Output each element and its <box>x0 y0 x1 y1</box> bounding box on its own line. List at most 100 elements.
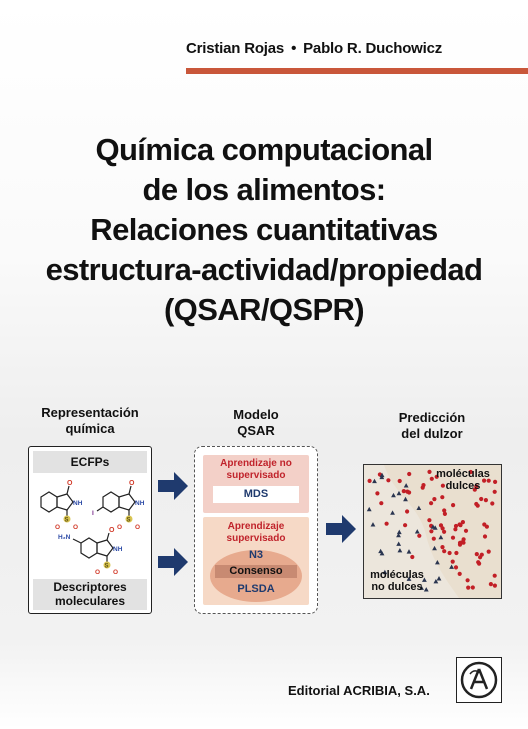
authors: Cristian Rojas•Pablo R. Duchowicz <box>186 40 486 57</box>
saccharin-molecule <box>40 485 74 517</box>
col-head-representation: Representación química <box>20 405 160 437</box>
molecules-illustration: O NH S O O O NH I S O O <box>40 480 145 575</box>
oxygen-label: O <box>73 524 78 531</box>
nonsweet-point <box>379 550 385 556</box>
sweet-point <box>401 489 406 494</box>
sweet-point <box>397 478 402 484</box>
sweet-point <box>367 478 372 483</box>
sweet-point <box>474 484 479 489</box>
sweet-point <box>493 479 498 484</box>
sweet-point <box>442 511 447 516</box>
nonsweet-point <box>397 547 403 553</box>
supervised-panel: Aprendizaje supervisado N3 Consenso PLSD… <box>203 517 309 605</box>
sweet-point <box>472 487 477 492</box>
arrow-right-icon <box>158 548 188 576</box>
supervised-label: Aprendizaje supervisado <box>203 521 309 545</box>
nonsweet-label: moléculas no dulces <box>364 569 430 593</box>
col-head-line: QSAR <box>237 423 275 438</box>
prediction-scatter <box>364 465 498 598</box>
nonsweet-point <box>403 483 409 488</box>
sweet-point <box>427 518 432 523</box>
sulfur-label: S <box>65 518 69 524</box>
ecfps-label: ECFPs <box>33 451 147 473</box>
sweet-point <box>434 474 439 479</box>
title-line: de los alimentos: <box>142 172 386 207</box>
col-head-line: química <box>65 421 115 436</box>
nonsweet-point <box>433 578 439 584</box>
nonsweet-line: no dulces <box>371 581 423 593</box>
unsupervised-panel: Aprendizaje no supervisado MDS <box>203 455 309 513</box>
sweet-point <box>457 571 462 576</box>
oxygen-label: O <box>117 524 122 531</box>
oxygen-label: O <box>55 524 60 531</box>
sweet-point <box>453 565 459 570</box>
sweet-point <box>403 523 408 528</box>
sweet-point <box>442 508 447 513</box>
sweet-point <box>465 578 470 583</box>
descriptors-line: Descriptores <box>53 580 127 594</box>
nonsweet-line: moléculas <box>370 569 424 581</box>
consenso-label: Consenso <box>215 565 297 578</box>
oxygen-label: O <box>67 480 73 487</box>
sweet-point <box>478 555 483 560</box>
unsupervised-line: Aprendizaje no <box>220 458 292 469</box>
sweet-point <box>450 559 455 564</box>
sweet-point <box>431 536 436 541</box>
sweet-point <box>410 554 415 560</box>
sweet-point <box>429 501 434 506</box>
sulfur-label: S <box>127 518 131 524</box>
sweet-point <box>466 585 471 590</box>
oxygen-label: O <box>113 569 118 575</box>
sweet-point <box>482 534 488 539</box>
sulfur-atom <box>125 515 133 523</box>
nonsweet-point <box>403 496 408 502</box>
accent-rule <box>186 68 528 74</box>
amino-saccharin-molecule <box>72 532 114 563</box>
nonsweet-point <box>436 576 442 581</box>
nonsweet-point <box>434 559 440 565</box>
sweet-point <box>479 496 484 502</box>
sweet-point <box>417 533 422 538</box>
nonsweet-point <box>390 510 395 515</box>
mds-label: MDS <box>213 486 299 503</box>
sweet-point <box>427 469 432 474</box>
title-line: estructura-actividad/propiedad <box>45 252 483 287</box>
sweet-point <box>405 509 410 514</box>
publisher-name: Editorial ACRIBIA, S.A. <box>288 683 430 698</box>
nonsweet-point <box>406 576 412 581</box>
sweet-point <box>484 524 489 529</box>
col-head-model: Modelo QSAR <box>196 407 316 439</box>
sweet-point <box>440 495 445 500</box>
nonsweet-point <box>379 472 385 478</box>
publisher-logo <box>456 657 502 703</box>
unsupervised-label: Aprendizaje no supervisado <box>203 458 309 482</box>
sweet-point <box>490 501 495 506</box>
amino-label: H₂N <box>58 534 71 541</box>
sweet-point <box>457 522 462 527</box>
nh-label: NH <box>113 546 123 553</box>
arrow-right-icon <box>326 515 356 543</box>
title-line: Química computacional <box>95 132 433 167</box>
nonsweet-point <box>396 541 402 546</box>
title-line: (QSAR/QSPR) <box>163 292 365 327</box>
nonsweet-point <box>422 577 427 582</box>
sweet-point <box>420 485 425 490</box>
oxygen-label: O <box>95 569 100 575</box>
sweet-point <box>432 497 437 502</box>
sweet-point <box>429 529 434 534</box>
sulfur-atom <box>103 561 111 569</box>
sweet-point <box>474 501 479 507</box>
nonsweet-point <box>391 492 396 498</box>
nonsweet-point <box>432 545 437 551</box>
sweet-point <box>407 471 412 477</box>
sweet-point <box>440 545 445 550</box>
nonsweet-point <box>396 532 401 538</box>
oxygen-label: O <box>135 524 140 531</box>
nonsweet-point <box>423 587 429 592</box>
sweet-point <box>483 498 488 503</box>
iodine-label: I <box>92 510 94 517</box>
oxygen-label: O <box>109 527 115 534</box>
nonsweet-point <box>396 490 402 496</box>
decision-region <box>364 465 459 598</box>
unsupervised-line: supervisado <box>226 470 286 481</box>
